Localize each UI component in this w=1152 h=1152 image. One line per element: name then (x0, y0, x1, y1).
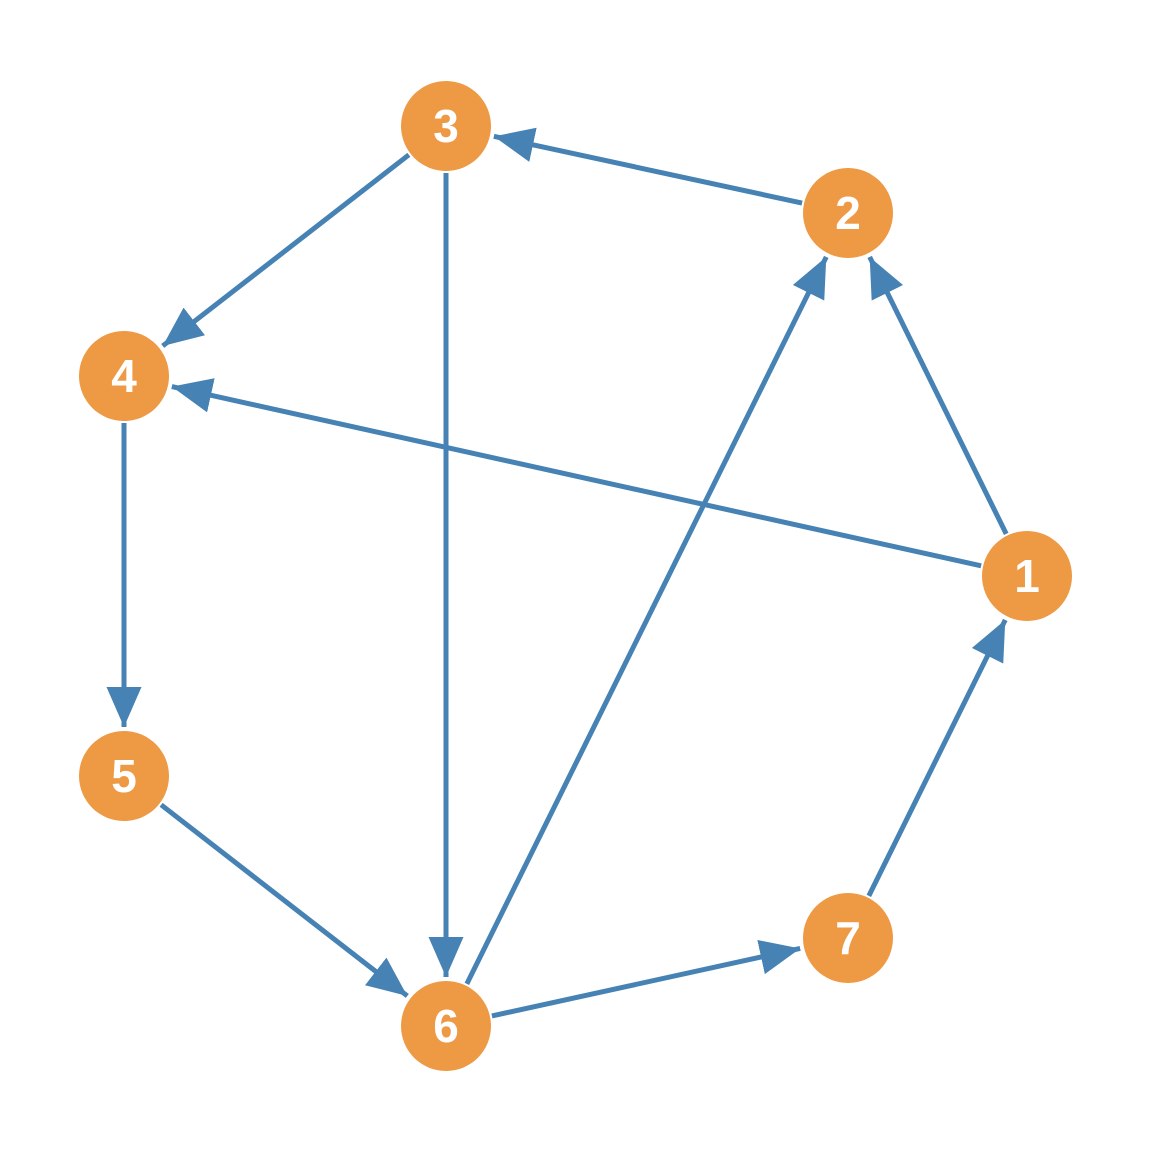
edge-6-to-2 (464, 255, 829, 985)
node-label: 6 (433, 1000, 459, 1052)
node-1: 1 (982, 531, 1072, 621)
node-circle (982, 531, 1072, 621)
node-2: 2 (803, 168, 893, 258)
node-circle (803, 893, 893, 983)
node-circle (79, 331, 169, 421)
node-label: 5 (111, 750, 137, 802)
edge-2-to-3 (493, 127, 803, 206)
edge-6-to-7 (491, 939, 801, 1019)
edge-1-to-4 (171, 378, 982, 569)
node-label: 1 (1014, 550, 1040, 602)
node-circle (79, 731, 169, 821)
edge-5-to-6 (159, 802, 409, 998)
node-label: 7 (835, 912, 861, 964)
edge-1-to-2 (867, 255, 1009, 535)
node-circle (401, 981, 491, 1071)
node-7: 7 (803, 893, 893, 983)
node-circle (401, 81, 491, 171)
edge-3-to-4 (161, 152, 411, 348)
node-circle (803, 168, 893, 258)
node-4: 4 (79, 331, 169, 421)
node-6: 6 (401, 981, 491, 1071)
node-label: 4 (111, 350, 137, 402)
edges-layer (106, 127, 1009, 1019)
node-3: 3 (401, 81, 491, 171)
node-5: 5 (79, 731, 169, 821)
edge-7-to-1 (866, 618, 1008, 897)
nodes-layer: 1 2 3 4 5 6 7 (79, 81, 1072, 1071)
node-label: 2 (835, 187, 861, 239)
node-label: 3 (433, 100, 459, 152)
